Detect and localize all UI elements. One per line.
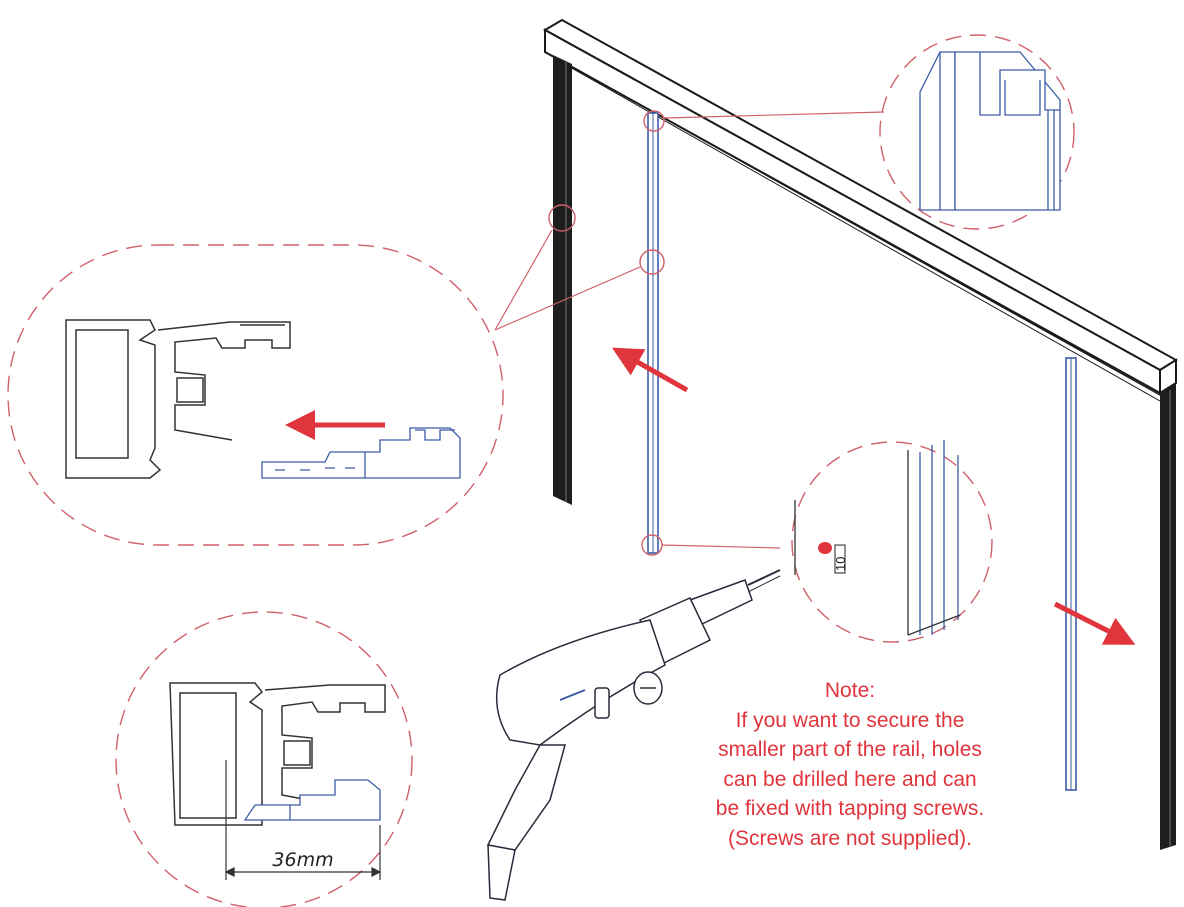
installation-note: Note: If you want to secure the smaller … [640, 676, 1060, 853]
blue-rail-right [1065, 357, 1077, 791]
drill-hole-marker [818, 542, 832, 554]
detail-circle-top [879, 34, 1075, 230]
red-arrow-icon [285, 347, 1136, 645]
top-rail [542, 18, 1178, 402]
note-line: (Screws are not supplied). [728, 826, 972, 850]
detail-oval-left [7, 244, 504, 546]
note-line: smaller part of the rail, holes [718, 738, 982, 761]
left-post [553, 55, 572, 505]
right-post [1160, 384, 1176, 850]
note-line: be fixed with tapping screws. [715, 797, 985, 820]
dimension-label: 36mm [272, 849, 333, 871]
callout-markers [548, 110, 665, 556]
detail-circle-profile: 36mm [115, 611, 413, 907]
note-line: can be drilled here and can [723, 767, 977, 791]
note-title: Note: [824, 679, 876, 702]
blue-rail-inner [647, 112, 659, 554]
note-line: If you want to secure the [735, 708, 965, 732]
hole-distance-label: 10 [833, 557, 848, 571]
leader-lines [494, 111, 885, 549]
power-drill-icon [486, 569, 781, 901]
detail-circle-hole: 10 [791, 440, 993, 643]
